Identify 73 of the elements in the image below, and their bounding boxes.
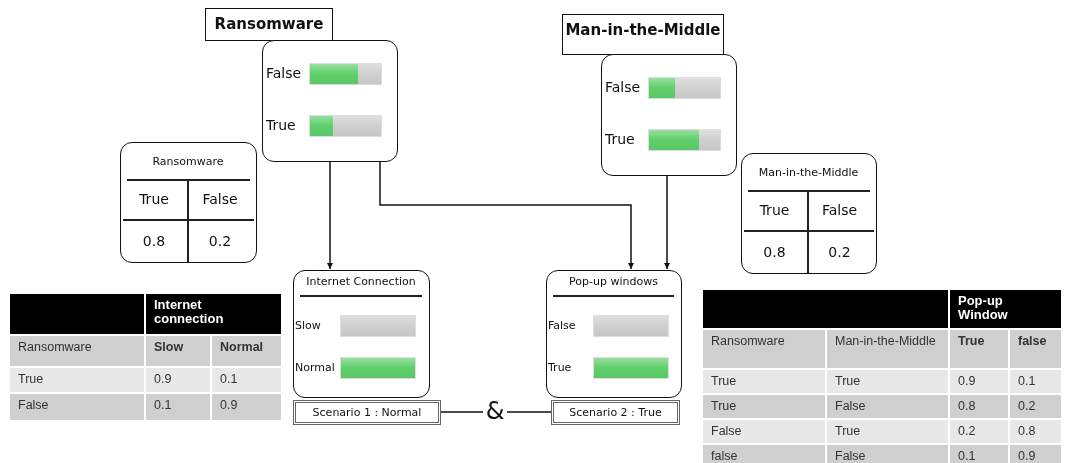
table-cell: 0.1 <box>212 368 283 394</box>
connector-line <box>506 411 552 413</box>
table-cell: 0.9 <box>212 394 283 422</box>
table-cell: True <box>950 330 1010 370</box>
probability-bar <box>309 115 382 137</box>
probability-value: 0.8 <box>762 244 787 260</box>
ampersand-symbol: & <box>483 396 507 426</box>
state-label: False <box>605 79 641 95</box>
table-cell: Normal <box>212 336 283 368</box>
node-title: Ransomware <box>205 8 333 41</box>
table-cell: false <box>1010 330 1063 370</box>
table-header: Internet connection <box>146 294 283 336</box>
table-cell: True <box>10 368 146 394</box>
table-cell: True <box>703 395 827 420</box>
arrow <box>664 175 670 270</box>
variable-card <box>293 270 430 398</box>
probability-bar <box>648 77 721 99</box>
table-cell: 0.1 <box>1010 370 1063 395</box>
probability-bar <box>593 315 669 337</box>
probability-table-card <box>120 142 257 263</box>
node-title: Man-in-the-Middle <box>562 14 724 55</box>
table-heading: Ransomware <box>151 155 225 168</box>
table-cell: False <box>827 395 950 420</box>
probability-value: 0.2 <box>827 244 852 260</box>
state-label: Normal <box>295 361 335 374</box>
probability-bar <box>309 63 382 85</box>
state-label: True <box>266 117 296 133</box>
probability-bar <box>648 129 721 151</box>
table-cell: False <box>827 445 950 463</box>
table-cell: false <box>703 445 827 463</box>
table-cell: 0.2 <box>950 420 1010 445</box>
probability-value: 0.8 <box>141 233 167 249</box>
table-header: Pop-up Window <box>950 290 1063 330</box>
probability-bar <box>593 357 669 379</box>
card-heading: Internet Connection <box>305 275 417 288</box>
table-cell: Ransomware <box>10 336 146 368</box>
connector-line <box>440 411 484 413</box>
scenario-box: Scenario 1 : Normal <box>293 400 441 425</box>
table-cell: False <box>10 394 146 422</box>
table-cell: 0.9 <box>1010 445 1063 463</box>
table-cell: 0.9 <box>950 370 1010 395</box>
table-cell: Ransomware <box>703 330 827 370</box>
table-cell: True <box>827 420 950 445</box>
table-cell: False <box>703 420 827 445</box>
table-cell: Slow <box>146 336 212 368</box>
table-cell: 0.1 <box>146 394 212 422</box>
probability-bar <box>340 315 416 337</box>
state-label: Slow <box>295 319 321 332</box>
table-heading: Man-in-the-Middle <box>757 166 860 179</box>
probability-value: 0.2 <box>207 233 233 249</box>
state-label: False <box>820 202 859 218</box>
state-label: True <box>758 202 791 218</box>
state-label: False <box>548 319 576 332</box>
table-cell: True <box>703 370 827 395</box>
state-label: False <box>266 65 302 81</box>
table-cell: 0.8 <box>950 395 1010 420</box>
state-label: True <box>548 361 572 374</box>
state-label: True <box>605 131 635 147</box>
table-cell: True <box>827 370 950 395</box>
table-cell: 0.9 <box>146 368 212 394</box>
variable-card <box>546 270 682 398</box>
card-heading: Pop-up windows <box>568 275 659 288</box>
table-cell: 0.2 <box>1010 395 1063 420</box>
arrow <box>327 161 333 270</box>
scenario-box: Scenario 2 : True <box>551 400 680 425</box>
probability-table-card <box>741 153 877 274</box>
state-label: False <box>201 191 239 207</box>
probability-bar <box>340 357 416 379</box>
state-label: True <box>138 191 170 207</box>
arrow <box>379 161 634 270</box>
table-cell: 0.1 <box>950 445 1010 463</box>
table-cell: Man-in-the-Middle <box>827 330 950 370</box>
table-cell: 0.8 <box>1010 420 1063 445</box>
